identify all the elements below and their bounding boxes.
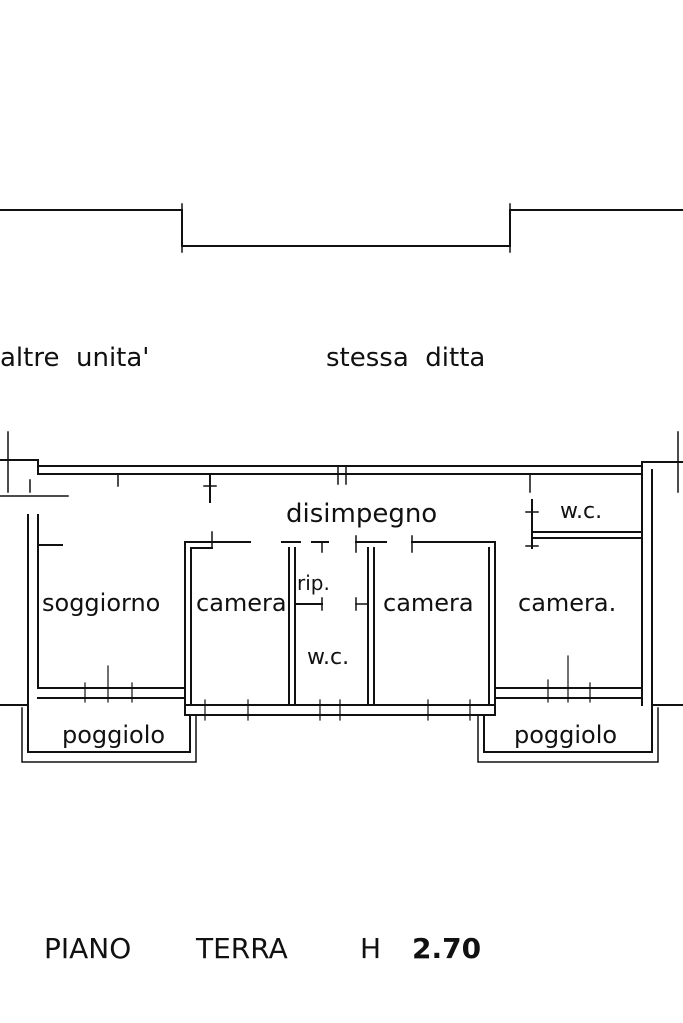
upper-building-outline bbox=[0, 203, 683, 253]
wc-center-label: w.c. bbox=[307, 645, 349, 670]
storage-label: rip. bbox=[297, 571, 330, 595]
floor-caption: PIANO TERRA H 2.70 bbox=[44, 932, 481, 965]
bedroom-2-label: camera bbox=[383, 589, 474, 617]
bedroom-3-label: camera. bbox=[518, 589, 616, 617]
living-room-label: soggiorno bbox=[42, 589, 160, 617]
caption-level: TERRA bbox=[195, 932, 288, 965]
caption-height-prefix: H bbox=[360, 932, 381, 965]
balcony-left-outline bbox=[21, 704, 197, 763]
caption-floor: PIANO bbox=[44, 932, 131, 965]
hall-label: disimpegno bbox=[286, 499, 437, 529]
balcony-right-outline bbox=[477, 704, 659, 763]
bedroom-1-label: camera bbox=[196, 589, 287, 617]
balcony-left-label: poggiolo bbox=[62, 721, 165, 749]
wc-top-label: w.c. bbox=[560, 499, 602, 524]
caption-height-value: 2.70 bbox=[412, 932, 481, 965]
balcony-right-label: poggiolo bbox=[514, 721, 617, 749]
neighbors-right-label: stessa ditta bbox=[326, 343, 485, 373]
apartment-walls bbox=[0, 431, 683, 721]
neighbors-left-label: altre unita' bbox=[0, 343, 149, 373]
